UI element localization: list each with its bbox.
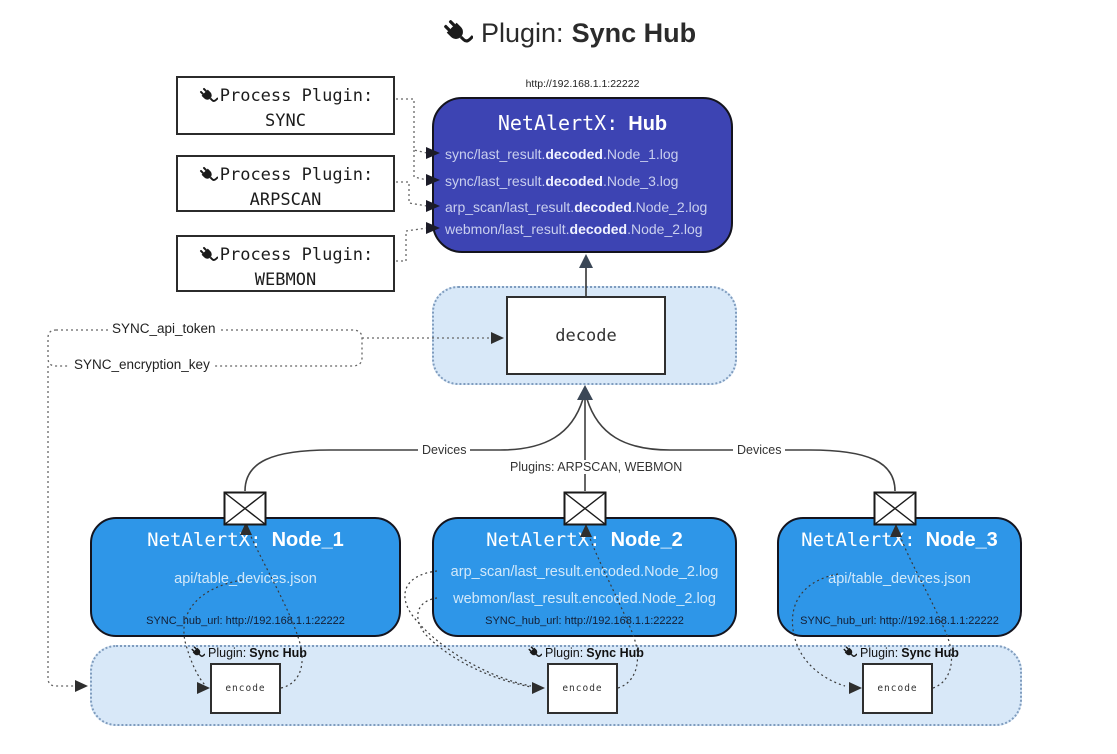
process-plugin-name: WEBMON — [254, 269, 317, 290]
envelope-icon — [563, 491, 607, 526]
encoder-label-3: Plugin: Sync Hub — [842, 645, 959, 660]
sync-encryption-key-label: SYNC_encryption_key — [70, 357, 214, 372]
plug-icon — [441, 17, 473, 49]
node-to-decode-edges — [244, 397, 896, 492]
encode-box-1: encode — [210, 663, 281, 714]
hub-log-line: sync/last_result.decoded.Node_3.log — [445, 173, 679, 189]
plug-icon — [190, 645, 205, 660]
hub-title: NetAlertX: Hub — [434, 111, 731, 136]
hub-log-line: arp_scan/last_result.decoded.Node_2.log — [445, 199, 708, 215]
page-title-name: Sync Hub — [571, 17, 697, 48]
process-plugin-label: Process Plugin: — [219, 165, 374, 185]
devices-left-edge-label: Devices — [418, 443, 471, 457]
node-hub-url: SYNC_hub_url: http://192.168.1.1:22222 — [800, 615, 999, 627]
node-2-box: NetAlertX:Node_2 arp_scan/last_result.en… — [432, 517, 737, 637]
hub-title-name: Hub — [628, 113, 668, 135]
decode-box: decode — [506, 296, 666, 375]
plug-icon — [527, 645, 542, 660]
plug-icon — [198, 86, 218, 106]
page-title: Plugin: Sync Hub — [441, 17, 696, 49]
node-hub-url: SYNC_hub_url: http://192.168.1.1:22222 — [485, 615, 684, 627]
hub-box: NetAlertX: Hub sync/last_result.decoded.N… — [432, 97, 733, 253]
devices-right-edge-label: Devices — [733, 443, 786, 457]
node-hub-url: SYNC_hub_url: http://192.168.1.1:22222 — [146, 615, 345, 627]
process-plugin-arpscan-box: Process Plugin: ARPSCAN — [176, 155, 395, 212]
process-to-hub-connectors — [396, 98, 428, 262]
page-title-prefix: Plugin: — [481, 17, 564, 48]
node-title: NetAlertX:Node_2 — [486, 529, 683, 551]
hub-log-line: sync/last_result.decoded.Node_1.log — [445, 146, 679, 162]
node-1-box: NetAlertX:Node_1 api/table_devices.json … — [90, 517, 401, 637]
process-plugin-label: Process Plugin: — [219, 86, 374, 106]
process-plugin-name: ARPSCAN — [249, 189, 322, 210]
hub-log-line: webmon/last_result.decoded.Node_2.log — [445, 221, 703, 237]
plug-icon — [198, 165, 218, 185]
secrets-to-encoders-arrowhead — [75, 680, 88, 692]
sync-api-token-label: SYNC_api_token — [108, 321, 220, 336]
plug-icon — [842, 645, 857, 660]
encoder-label-2: Plugin: Sync Hub — [527, 645, 644, 660]
plugins-edge-label: Plugins: ARPSCAN, WEBMON — [506, 460, 687, 474]
node-file-line: arp_scan/last_result.encoded.Node_2.log — [450, 564, 719, 580]
plug-icon — [198, 245, 218, 265]
node-title: NetAlertX:Node_1 — [147, 529, 344, 551]
process-plugin-name: SYNC — [265, 110, 306, 131]
process-plugin-webmon-box: Process Plugin: WEBMON — [176, 235, 395, 292]
hub-title-prefix: NetAlertX: — [497, 111, 619, 135]
envelope-icon — [873, 491, 917, 526]
node-file-line: api/table_devices.json — [828, 571, 971, 587]
node-3-box: NetAlertX:Node_3 api/table_devices.json … — [777, 517, 1022, 637]
encode-box-3: encode — [862, 663, 933, 714]
node-title: NetAlertX:Node_3 — [801, 529, 998, 551]
process-plugin-sync-box: Process Plugin: SYNC — [176, 76, 395, 135]
node-file-line: webmon/last_result.encoded.Node_2.log — [453, 591, 716, 607]
encoder-label-1: Plugin: Sync Hub — [190, 645, 307, 660]
hub-url-label: http://192.168.1.1:22222 — [525, 78, 640, 90]
encode-box-2: encode — [547, 663, 618, 714]
process-plugin-label: Process Plugin: — [219, 245, 374, 265]
node-file-line: api/table_devices.json — [174, 571, 317, 587]
converge-arrowhead — [577, 385, 593, 400]
envelope-icon — [223, 491, 267, 526]
